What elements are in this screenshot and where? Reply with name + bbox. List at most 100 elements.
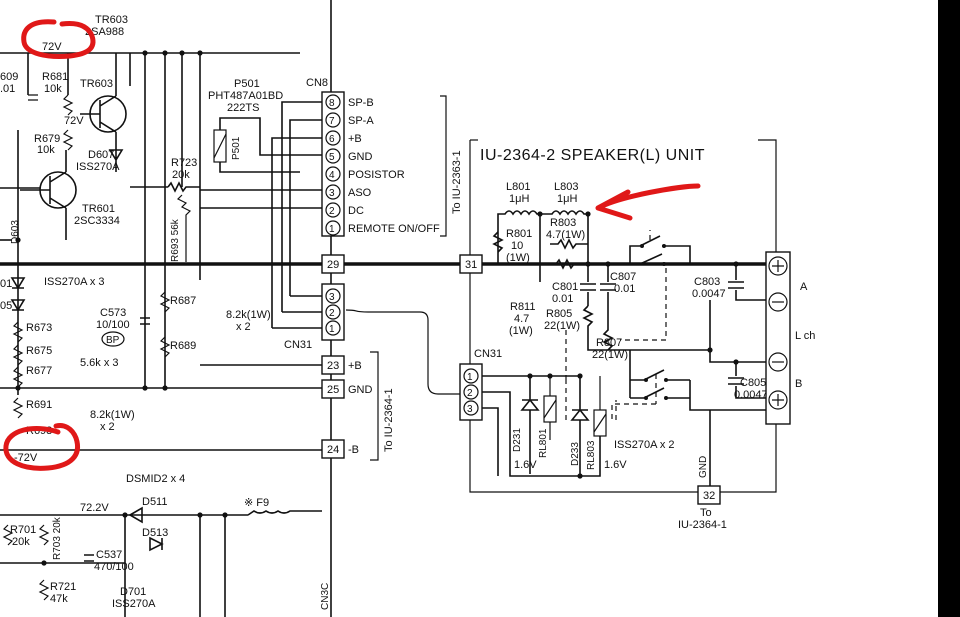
red-arrow bbox=[595, 183, 701, 221]
r675-label: R675 bbox=[26, 345, 52, 357]
cn31-mid-connector: 3 2 1 CN31 bbox=[284, 283, 345, 351]
c801-value: 0.01 bbox=[552, 293, 573, 305]
pin-25-number: 25 bbox=[327, 384, 339, 396]
bp-marker bbox=[101, 331, 125, 347]
voltage-1-6v-a: 1.6V bbox=[514, 459, 537, 471]
gnd-label: GND bbox=[698, 456, 709, 478]
x2-b: x 2 bbox=[100, 421, 115, 433]
r701-label: R701 bbox=[10, 524, 36, 536]
pin-32-number: 32 bbox=[703, 490, 715, 502]
to-iu-2364-1: IU-2364-1 bbox=[678, 519, 727, 531]
r693-label: R693 56k bbox=[170, 218, 181, 262]
cn31-unit-pin3: 3 bbox=[467, 404, 473, 415]
r723-label: R723 bbox=[171, 157, 197, 169]
r805-value: 22(1W) bbox=[544, 320, 580, 332]
cn8-pin-circle bbox=[325, 112, 341, 128]
x2-a: x 2 bbox=[236, 321, 251, 333]
r807-value: 22(1W) bbox=[592, 349, 628, 361]
rl801-label: RL801 bbox=[538, 428, 549, 458]
cn31-mid-pin3: 3 bbox=[329, 292, 335, 303]
pin-23-number: 23 bbox=[327, 360, 339, 372]
schematic-diagram: TR603 2SA988 72V 609 .01 R681 10k TR603 … bbox=[0, 0, 815, 617]
d607-type: ISS270A bbox=[76, 161, 120, 173]
cn8-pin-number: 1 bbox=[329, 224, 335, 235]
d607-label: D607 bbox=[88, 149, 114, 161]
right-dark-edge bbox=[938, 0, 960, 617]
cn8-pin-number: 4 bbox=[329, 170, 335, 181]
cn3c-label: CN3C bbox=[320, 583, 331, 610]
r801-name: R801 bbox=[506, 228, 532, 240]
cn31-unit-pin1: 1 bbox=[467, 372, 473, 383]
r689-label: R689 bbox=[170, 340, 196, 352]
cn8-pin-circle bbox=[325, 202, 341, 218]
d233-label: D233 bbox=[570, 442, 581, 466]
r801-watt: (1W) bbox=[506, 252, 530, 264]
cn8-pin-circle bbox=[325, 184, 341, 200]
r811-name: R811 bbox=[510, 301, 535, 313]
r8-2k-a: 8.2k(1W) bbox=[226, 309, 271, 321]
to-iu-2363-label: To IU-2363-1 bbox=[451, 150, 463, 214]
c807-name: C807 bbox=[610, 271, 636, 283]
r687-label: R687 bbox=[170, 295, 196, 307]
dsm-label: DSMID2 x 4 bbox=[126, 473, 185, 485]
l803-name: L803 bbox=[554, 181, 578, 193]
r805-name: R805 bbox=[546, 308, 572, 320]
voltage-72v-top: 72V bbox=[42, 41, 62, 53]
cn8-name: CN8 bbox=[306, 77, 328, 89]
lch-label: L ch bbox=[795, 330, 815, 342]
r609-value: .01 bbox=[0, 83, 15, 95]
left-circuit: TR603 2SA988 72V 609 .01 R681 10k TR603 … bbox=[0, 14, 331, 617]
cn8-pin-number: 7 bbox=[329, 116, 335, 127]
c807-value: 0.01 bbox=[614, 283, 635, 295]
rl803-label: RL803 bbox=[586, 440, 597, 470]
r01-label: 01 bbox=[0, 278, 12, 290]
p501-posistor: P501 PHT487A01BD 222TS P501 bbox=[208, 78, 322, 173]
r723-value: 20k bbox=[172, 169, 190, 181]
d511-label: D511 bbox=[142, 496, 167, 508]
r703-label: R703 20k bbox=[52, 516, 63, 560]
d701-type: ISS270A bbox=[112, 598, 156, 610]
voltage-neg-72v: -72V bbox=[14, 452, 38, 464]
pin-24: 24 -B bbox=[321, 439, 359, 459]
pin-23: 23 +B bbox=[321, 355, 362, 375]
c805-value: 0.0047 bbox=[734, 389, 768, 401]
r673-label: R673 bbox=[26, 322, 52, 334]
r803-value: 4.7(1W) bbox=[546, 229, 585, 241]
cn31-unit-pin2: 2 bbox=[467, 388, 473, 399]
r721-label: R721 bbox=[50, 581, 76, 593]
cn8-pin-label: +B bbox=[348, 133, 362, 145]
cn8-pin-number: 2 bbox=[329, 206, 335, 217]
l801-name: L801 bbox=[506, 181, 530, 193]
c801-name: C801 bbox=[552, 281, 578, 293]
voltage-72v-mid: 72V bbox=[64, 115, 84, 127]
d231-label: D231 bbox=[512, 428, 523, 452]
cn31-mid-pin2: 2 bbox=[329, 308, 335, 319]
l803-value: 1μH bbox=[557, 193, 577, 205]
pin-29-number: 29 bbox=[327, 259, 339, 271]
d603-label: D603 bbox=[10, 220, 21, 244]
cn8-pin-label: SP-B bbox=[348, 97, 374, 109]
r681-value: 10k bbox=[44, 83, 62, 95]
p501-part2: 222TS bbox=[227, 102, 259, 114]
cn8-pin-circle bbox=[325, 94, 341, 110]
r801-value: 10 bbox=[511, 240, 523, 252]
cn8-pin-label: SP-A bbox=[348, 115, 374, 127]
pin-29: 29 bbox=[321, 254, 345, 274]
cn8-pin-circle bbox=[325, 130, 341, 146]
iss270a-x2: ISS270A x 2 bbox=[614, 439, 675, 451]
d513-label: D513 bbox=[142, 527, 168, 539]
pin-23-label: +B bbox=[348, 360, 362, 372]
r811-watt: (1W) bbox=[509, 325, 533, 337]
pin-25-label: GND bbox=[348, 384, 373, 396]
cn31-mid-name: CN31 bbox=[284, 339, 312, 351]
r677-label: R677 bbox=[26, 365, 52, 377]
cn8-pin-circle bbox=[325, 166, 341, 182]
c803-value: 0.0047 bbox=[692, 288, 726, 300]
red-circle-72v bbox=[21, 19, 96, 59]
c805-name: C805 bbox=[740, 377, 766, 389]
iss270a-x3: ISS270A x 3 bbox=[44, 276, 105, 288]
red-annotations bbox=[3, 19, 701, 471]
speaker-unit: IU-2364-2 SPEAKER(L) UNIT 31 L801 1μH L8… bbox=[459, 139, 815, 531]
r721-value: 47k bbox=[50, 593, 68, 605]
